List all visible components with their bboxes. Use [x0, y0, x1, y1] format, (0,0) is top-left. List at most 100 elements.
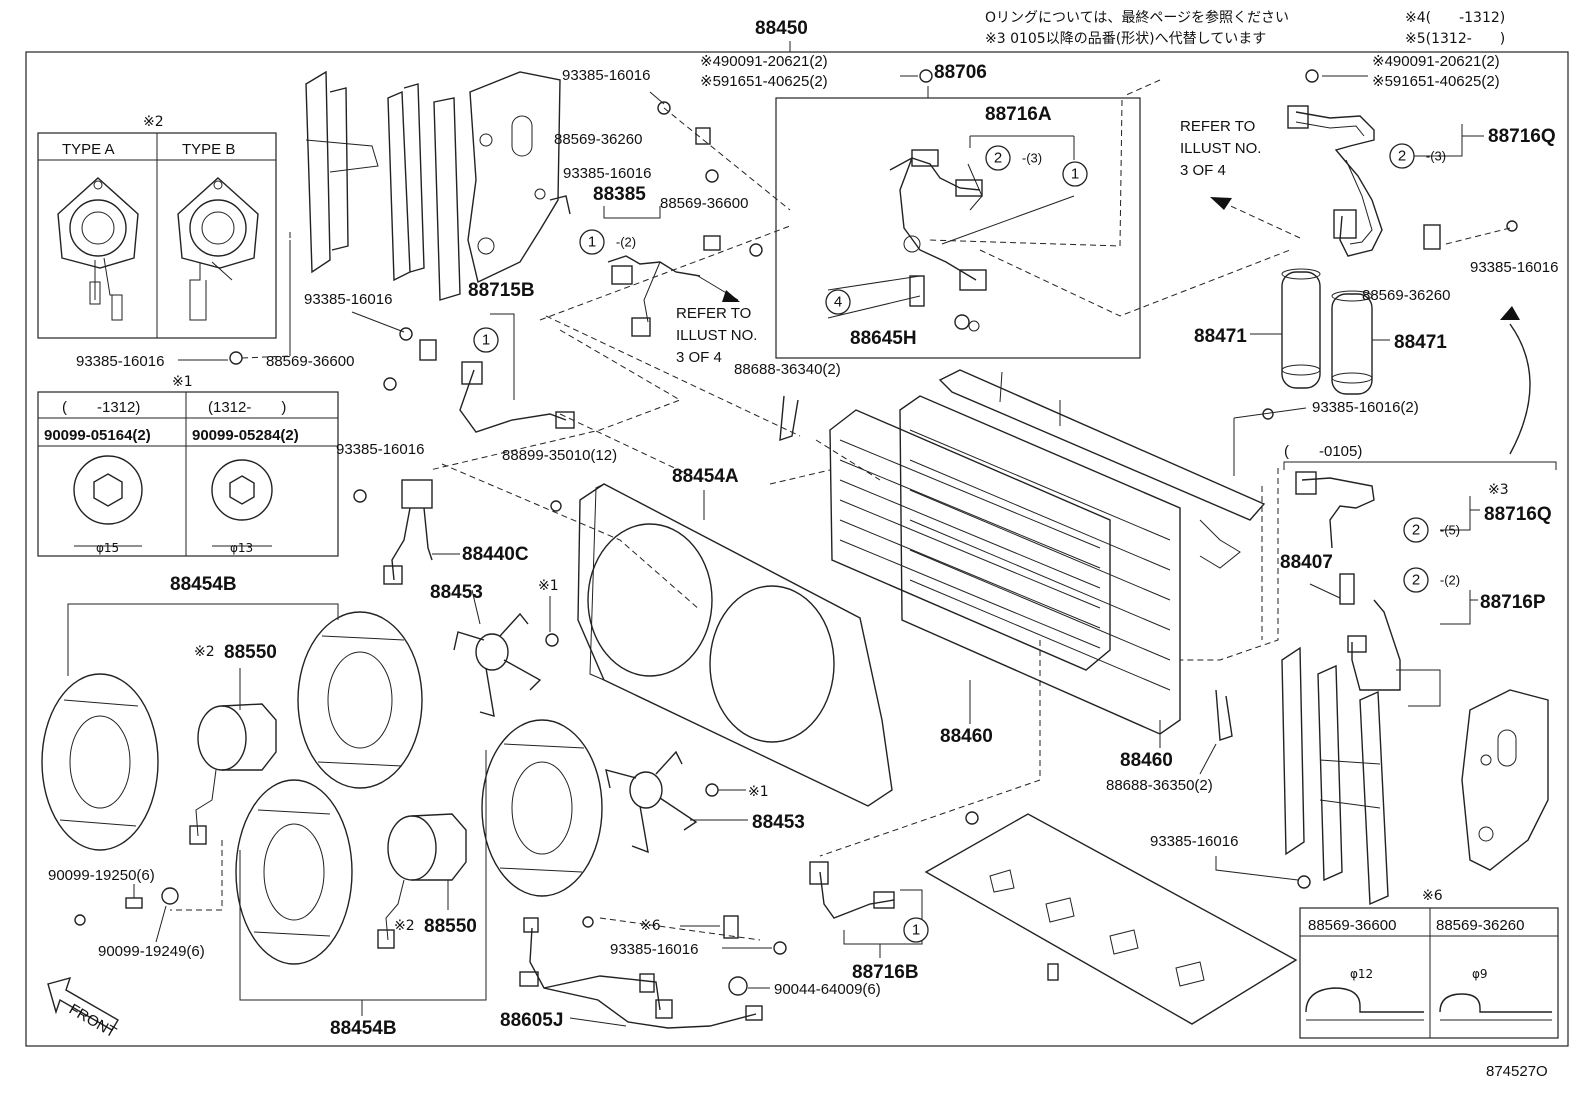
refer-note-b-line3: 3 OF 4	[676, 349, 722, 366]
header-note-oring: Oリングについては、最終ページを参照ください	[985, 9, 1289, 26]
clip-small-icon	[1439, 993, 1552, 1013]
callout-1-b: 1	[482, 332, 490, 349]
nut-large-icon	[73, 455, 143, 525]
fan-relay-88440C	[383, 479, 433, 585]
condenser-88460-front	[829, 409, 1111, 671]
nut-col2-range: (1312- )	[208, 399, 286, 416]
bolt-icon	[919, 69, 933, 83]
fan-motor-88550-a	[189, 703, 277, 845]
part-88645H: 88645H	[850, 328, 917, 349]
mark-2-b: ※2	[394, 918, 415, 934]
under-cover-plate	[924, 813, 1298, 1025]
inset-nut-mark: ※1	[172, 374, 193, 390]
tube-inset-range: ( -0105)	[1284, 443, 1362, 460]
fan-blade-88453-b	[605, 750, 698, 854]
main-assembly-number: 88450	[755, 18, 808, 39]
part-88715B: 88715B	[468, 280, 535, 301]
callout-1-d: 1	[912, 922, 920, 939]
clamp-ref-b23: 90044-64009(6)	[774, 981, 881, 998]
part-88460-b: 88460	[1120, 750, 1173, 771]
clip-ref-b2: 88569-36260	[554, 131, 642, 148]
mark-1-b: ※1	[748, 784, 769, 800]
refer-arrow-a	[1210, 197, 1232, 210]
fan-motor-88550-b	[377, 813, 467, 949]
clip-large-icon	[1305, 987, 1424, 1013]
part-88550-a: 88550	[224, 642, 277, 663]
part-88454B-bottom: 88454B	[330, 1018, 397, 1039]
pressure-switch-icon	[909, 275, 925, 307]
sensor-harness	[889, 157, 981, 281]
bracket-mid	[387, 83, 461, 301]
refer-note-a-line2: ILLUST NO.	[1180, 140, 1261, 157]
bolt-ref-b10: 88899-35010(12)	[502, 447, 617, 464]
part-88716P: 88716P	[1480, 592, 1546, 613]
refer-note-a-line3: 3 OF 4	[1180, 162, 1226, 179]
callout-1-a: 1	[588, 234, 596, 251]
nut-col2-dim: φ13	[230, 541, 253, 555]
callout-2-d: 2	[1412, 572, 1420, 589]
bolt-ref-b15: 93385-16016	[1470, 259, 1558, 276]
callout-4: 4	[834, 294, 842, 311]
condenser-top-rail	[938, 369, 1266, 569]
header-note-replacement: ※3 0105以降の品番(形状)へ代替しています	[985, 31, 1266, 47]
fan-shroud-88454A	[577, 483, 893, 807]
callout-2-a: 2	[994, 150, 1002, 167]
fan-shroud-rear-b	[235, 779, 353, 965]
figure-id: 874527O	[1486, 1063, 1548, 1080]
shroud-side-panel-left	[467, 71, 561, 284]
tube-inset-mark: ※3	[1488, 482, 1509, 498]
nut-col2-part: 90099-05284(2)	[192, 427, 299, 444]
callout-2-c-qty: -(5)	[1440, 523, 1460, 538]
nut-col1-part: 90099-05164(2)	[44, 427, 151, 444]
bolt-ref-b8: 93385-16016	[336, 441, 424, 458]
condenser-88460-rear	[899, 395, 1181, 735]
part-88460-a: 88460	[940, 726, 993, 747]
part-88453-b: 88453	[752, 812, 805, 833]
callout-2-d-qty: -(2)	[1440, 573, 1460, 588]
harness-88715B	[459, 369, 567, 433]
bolt-ref-b22: 93385-16016	[610, 941, 698, 958]
part-88716Q-top: 88716Q	[1488, 126, 1556, 147]
inset-fan-mark: ※2	[143, 114, 164, 130]
bolt-ref-b11: ※490091-20621(2)	[700, 53, 828, 70]
clip-col2-dim: φ9	[1472, 967, 1488, 981]
fan-blade-88453-a	[453, 612, 542, 717]
clip-ref-b4: 88569-36600	[660, 195, 748, 212]
grommet-ref-b20: 90099-19250(6)	[48, 867, 155, 884]
part-88407: 88407	[1280, 552, 1333, 573]
receiver-tank-b	[1331, 290, 1373, 395]
discharge-tube-88716B	[809, 861, 895, 919]
clip-ref-b16: 88569-36260	[1362, 287, 1450, 304]
callout-1-a-qty: -(2)	[616, 235, 636, 250]
inset-old-tube: ( -0105) ※3	[1283, 443, 1557, 498]
mark-2-a: ※2	[194, 644, 215, 660]
mark-6: ※6	[640, 918, 661, 934]
assembly-lines	[170, 79, 1291, 941]
bolt-ref-b3: 93385-16016	[563, 165, 651, 182]
part-88471-b: 88471	[1394, 332, 1447, 353]
callout-2-a-qty: -(3)	[1022, 151, 1042, 166]
fan-shroud-front-a	[297, 611, 423, 789]
part-88385: 88385	[593, 184, 646, 205]
collar-ref-b21: 90099-19249(6)	[98, 943, 205, 960]
clamp-icon	[728, 976, 748, 996]
inset-nut-table: ※1 ( -1312) (1312- ) 90099-05164(2) 9009…	[37, 374, 339, 557]
part-88706: 88706	[934, 62, 987, 83]
callouts: 1 -(2) 1 1 2 -(3) 1 4 2 -(3) 2 -(5) 2 -(…	[473, 143, 1460, 943]
bolt-ref-b12: ※591651-40625(2)	[700, 73, 828, 90]
bolt-ref-b1: 93385-16016	[562, 67, 650, 84]
part-88471-a: 88471	[1194, 326, 1247, 347]
liquid-tube-upper	[1295, 111, 1383, 257]
part-88716B: 88716B	[852, 962, 919, 983]
part-88454B-top: 88454B	[170, 574, 237, 595]
bolt-ref-b14: ※591651-40625(2)	[1372, 73, 1500, 90]
part-88716A: 88716A	[985, 104, 1052, 125]
grommet-icon	[125, 897, 143, 909]
clip-col1-part: 88569-36600	[1308, 917, 1396, 934]
inset-fan-types: ※2 TYPE A TYPE B	[37, 114, 277, 339]
bolt-ref-b13: ※490091-20621(2)	[1372, 53, 1500, 70]
type-b-motor-flange	[177, 177, 259, 269]
liquid-tube-mid	[1301, 477, 1375, 549]
receiver-tank-a	[1281, 268, 1321, 389]
part-88454A: 88454A	[672, 466, 739, 487]
